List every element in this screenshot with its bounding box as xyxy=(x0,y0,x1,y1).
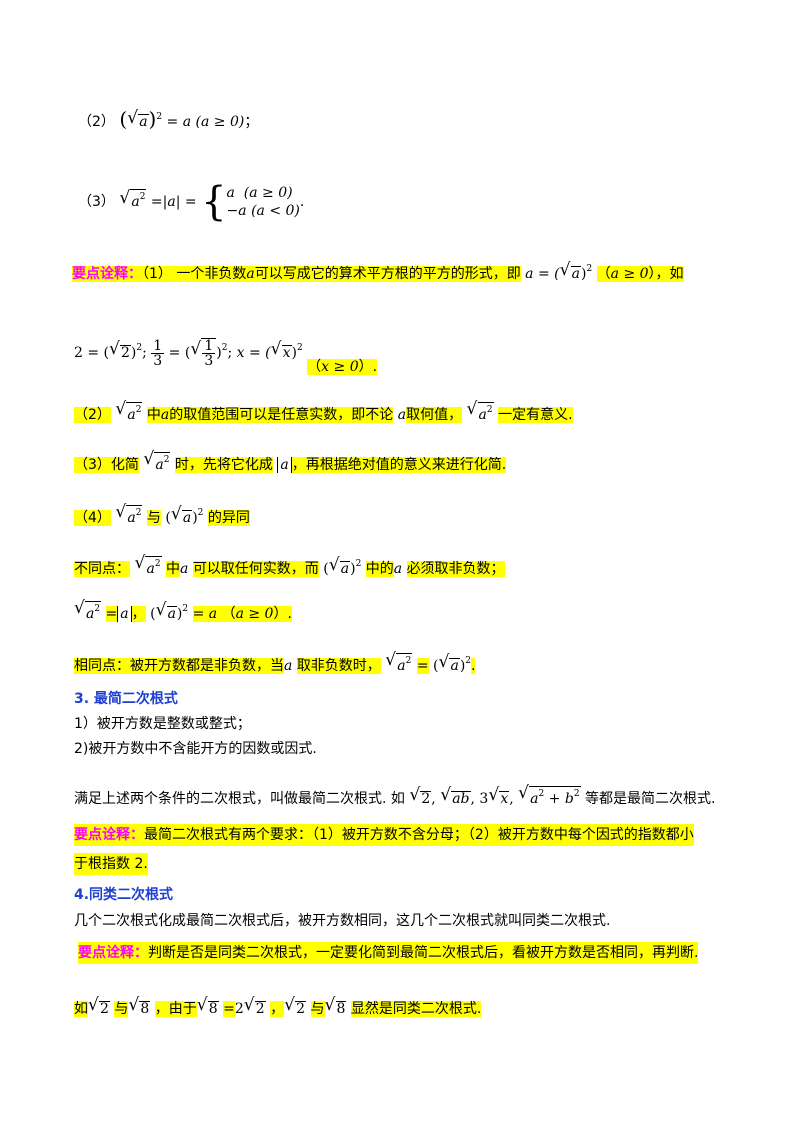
note-5-cont: 于根指数 2. xyxy=(74,853,148,875)
note-4: （4） a2 与 (a)2 的异同 xyxy=(74,501,250,529)
section-4-text: 几个二次根式化成最简二次根式后，被开方数相同，这几个二次根式就叫同类二次根式. xyxy=(74,913,611,929)
same-line: 相同点：被开方数都是非负数，当a 取非负数时， a2 = (a)2. xyxy=(74,649,476,677)
formula-3: （3） a2 =|a| = {a (a ≥ 0)−a (a < 0). xyxy=(78,176,304,224)
note-title: 要点诠释： xyxy=(78,945,148,961)
formula-2: （2） (a)2 = a (a ≥ 0)； xyxy=(78,106,258,133)
difference-formulas: a2 =a， (a)2 = a （a ≥ 0）. xyxy=(74,597,292,625)
note-1-examples: 2 = (2)2; 13 = (13)2; x = (x)2 （x ≥ 0）. xyxy=(74,330,378,375)
section-3-text: 满足上述两个条件的二次根式，叫做最简二次根式. 如 2, ab, 3x, a2 … xyxy=(74,782,715,810)
section-3-item-1: 1）被开方数是整数或整式； xyxy=(74,716,251,732)
note-title: 要点诠释： xyxy=(74,827,144,843)
note-1: 要点诠释：（1） 一个非负数a可以写成它的算术平方根的平方的形式，即 a = (… xyxy=(72,258,684,285)
section-4-title: 4.同类二次根式 xyxy=(74,887,174,903)
formula-3-label: （3） xyxy=(78,194,115,210)
difference-line: 不同点： a2 中a 可以取任何实数，而 (a)2 中的a 必须取非负数； xyxy=(74,552,505,580)
note-6: 要点诠释：判断是否是同类二次根式，一定要化简到最简二次根式后，看被开方数是否相同… xyxy=(78,942,699,964)
formula-2-label: （2） xyxy=(78,114,115,130)
section-3-title: 3. 最简二次根式 xyxy=(74,691,178,707)
note-3: （3）化简 a2 时，先将它化成 a，再根据绝对值的意义来进行化简. xyxy=(74,448,507,476)
note-title: 要点诠释： xyxy=(72,266,142,282)
section-3-item-2: 2)被开方数中不含能开方的因数或因式. xyxy=(74,741,317,757)
example-line: 如2 与8 ，由于8 =22 ，2 与8 显然是同类二次根式. xyxy=(74,994,482,1020)
note-2: （2） a2 中a的取值范围可以是任意实数，即不论 a取何值， a2 一定有意义… xyxy=(74,398,573,426)
note-5: 要点诠释：最简二次根式有两个要求：（1）被开方数不含分母；（2）被开方数中每个因… xyxy=(74,824,694,846)
